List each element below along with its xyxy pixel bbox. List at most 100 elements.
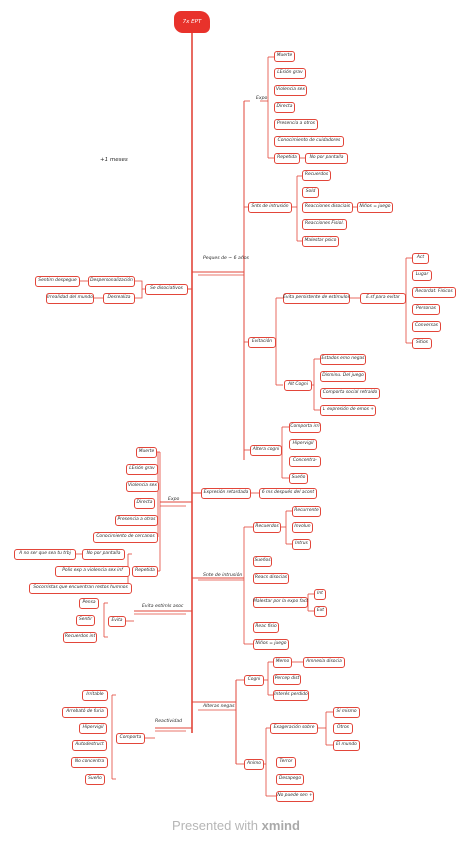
topic-disminu[interactable]: Disminu. Del juego <box>320 371 366 382</box>
topic-ninos2[interactable]: Niños = juego <box>253 639 289 650</box>
topic-muerte1[interactable]: Muerte <box>274 51 295 62</box>
topic-memo[interactable]: Memo <box>273 657 292 668</box>
topic-comporta[interactable]: Comporta <box>116 733 145 744</box>
topic-ext[interactable]: Ext <box>314 606 327 617</box>
topic-nopantalla1[interactable]: No por pantalla <box>305 153 348 164</box>
xmind-logo: xmind <box>261 818 300 833</box>
topic-reacs[interactable]: Reacs disocias <box>253 573 289 584</box>
topic-pequesb[interactable]: Peques de ~ 6 años <box>203 256 249 261</box>
topic-otros[interactable]: Otros <box>333 723 353 734</box>
topic-seis-meses[interactable]: 6 ms después del acont <box>259 488 317 499</box>
topic-recurrente[interactable]: Recurrente <box>292 506 321 517</box>
topic-record-fis[interactable]: Recordat. Físicos <box>412 287 456 298</box>
topic-altera-cogni[interactable]: Altera cogni <box>250 445 282 456</box>
topic-expresion-emo[interactable]: ↓ expresión de emos + <box>320 405 376 416</box>
topic-si-mismo[interactable]: Sí mismo <box>333 707 360 718</box>
topic-conversas[interactable]: Conversas <box>412 321 441 332</box>
topic-evitacion[interactable]: Evitación <box>248 337 276 348</box>
floating-topic[interactable]: +1 meses <box>100 157 128 163</box>
topic-sentim[interactable]: Sentim despegue <box>35 276 80 287</box>
topic-percep[interactable]: Percep dist <box>273 674 301 685</box>
topic-alt-cogni[interactable]: Alt Cogni <box>284 380 312 391</box>
topic-concentra1[interactable]: Concentra- <box>289 456 321 467</box>
topic-amenos[interactable]: A no ser que sea tu trbj <box>14 549 76 560</box>
topic-evita-pers[interactable]: Evita persistente de estímulos <box>283 293 350 304</box>
topic-reacciones[interactable]: Reacciones disociais <box>302 202 353 213</box>
topic-polis[interactable]: Polis exp a violencia sex inf <box>55 566 130 577</box>
topic-lugar[interactable]: Lugar <box>412 270 432 281</box>
topic-pensa[interactable]: Pensa <box>79 598 99 609</box>
topic-recuerdos-int[interactable]: Recuerdos int <box>63 632 97 643</box>
topic-hipervigil2[interactable]: Hipervigil <box>79 723 107 734</box>
topic-fisiol[interactable]: Reacciones Fisiol. <box>302 219 347 230</box>
topic-sold[interactable]: Sold <box>302 187 319 198</box>
topic-act[interactable]: Act <box>412 253 429 264</box>
topic-estados[interactable]: Estados emo negas <box>320 354 366 365</box>
topic-desapego[interactable]: Desapego <box>276 774 304 785</box>
topic-recuerdos1[interactable]: Recuerdos <box>302 170 331 181</box>
topic-repetida2[interactable]: Repetida <box>132 566 158 577</box>
topic-esf[interactable]: E.sf para evitar <box>360 293 406 304</box>
topic-expo2[interactable]: Expo <box>168 497 180 502</box>
topic-sueno2[interactable]: Sueño <box>85 774 105 785</box>
topic-presencia1[interactable]: Presencia a otros <box>274 119 318 130</box>
topic-socorristas[interactable]: Socorristas que encuentran restos humnos <box>29 583 132 594</box>
topic-alteras-neg[interactable]: Alteras negas <box>203 704 235 709</box>
topic-ninos1[interactable]: Niños = juego <box>357 202 393 213</box>
topic-no-concentra[interactable]: No concentra <box>71 757 108 768</box>
topic-malestar1[interactable]: Malestar psico <box>302 236 339 247</box>
topic-violencia2[interactable]: Violencia sex <box>126 481 159 492</box>
topic-comporta-irr[interactable]: Comporta irri <box>289 422 321 433</box>
topic-evita[interactable]: Evita <box>108 616 126 627</box>
topic-reactividad[interactable]: Reactividad <box>155 719 183 724</box>
topic-presencia2[interactable]: Presencia a otros <box>115 515 158 526</box>
topic-reac-fisio[interactable]: Reac fisio <box>253 622 279 633</box>
topic-interes[interactable]: Interés perdido <box>273 690 309 701</box>
topic-evita-estim[interactable]: Evita estímls asoc <box>142 604 184 609</box>
topic-lesion1[interactable]: LEsión grav <box>274 68 306 79</box>
topic-el-mundo[interactable]: El mundo <box>333 740 360 751</box>
topic-no-puede[interactable]: No puede sen + <box>276 791 314 802</box>
topic-irritable[interactable]: Irritable <box>82 690 108 701</box>
topic-muerte2[interactable]: Muerte <box>136 447 157 458</box>
connector-line <box>135 280 145 290</box>
topic-directa2[interactable]: Directa <box>134 498 155 509</box>
topic-intrusion1[interactable]: Snts de intrusión <box>248 202 292 213</box>
topic-arrebato[interactable]: Arrebató de furia <box>62 707 108 718</box>
topic-suenos[interactable]: Sueños <box>253 556 272 567</box>
topic-sentir[interactable]: Sentir <box>76 615 95 626</box>
topic-cogni[interactable]: Cogni <box>244 675 264 686</box>
topic-involun[interactable]: Involun <box>292 522 313 533</box>
topic-intrusion2[interactable]: Snte de intrusión <box>203 573 243 578</box>
topic-personas[interactable]: Personas <box>412 304 440 315</box>
topic-exagera[interactable]: Exageración sobre <box>270 723 318 734</box>
topic-sueno1[interactable]: Sueño <box>289 473 308 484</box>
root-topic[interactable]: 7x EPT <box>174 11 210 33</box>
topic-directa1[interactable]: Directa <box>274 102 295 113</box>
topic-repetida1[interactable]: Repetida <box>274 153 300 164</box>
topic-amnesia[interactable]: Amnesia disocia <box>303 657 345 668</box>
topic-int[interactable]: Int <box>314 589 326 600</box>
topic-animo[interactable]: Animo <box>244 759 264 770</box>
topic-expo1[interactable]: Expo <box>256 96 268 101</box>
footer-text: Presented with <box>172 818 259 833</box>
topic-terror[interactable]: Terror <box>276 757 296 768</box>
topic-conocimiento1[interactable]: Conocimiento de cuidadores <box>274 136 344 147</box>
topic-desrealiza[interactable]: Desrealiza <box>103 293 135 304</box>
topic-autodestruct[interactable]: Autodestruct <box>72 740 107 751</box>
topic-sitios[interactable]: Sitios <box>412 338 432 349</box>
topic-hipervigil1[interactable]: Hipervigil <box>289 439 317 450</box>
topic-irrealidad[interactable]: Irrealidad del mundo <box>46 293 94 304</box>
topic-despersonal[interactable]: Despersonalización <box>88 276 135 287</box>
topic-recuerdos2[interactable]: Recuerdos <box>253 522 281 533</box>
topic-expres-ret[interactable]: Expresión retardada <box>201 488 251 499</box>
topic-lesion2[interactable]: LEsión grav <box>126 464 158 475</box>
topic-nopantalla2[interactable]: No por pantalla <box>82 549 125 560</box>
topic-intrus[interactable]: Intrus <box>292 539 311 550</box>
topic-malestar2[interactable]: Malestar por la expo fact <box>253 597 308 608</box>
topic-violencia1[interactable]: Violencia sex <box>274 85 307 96</box>
topic-disociativos[interactable]: Se disociativos <box>145 284 188 295</box>
footer-branding: Presented with xmind <box>0 818 472 833</box>
topic-comporta-soc[interactable]: Comporta social retraído <box>320 388 380 399</box>
topic-conocimiento2[interactable]: Conocimiento de cercanos <box>93 532 158 543</box>
